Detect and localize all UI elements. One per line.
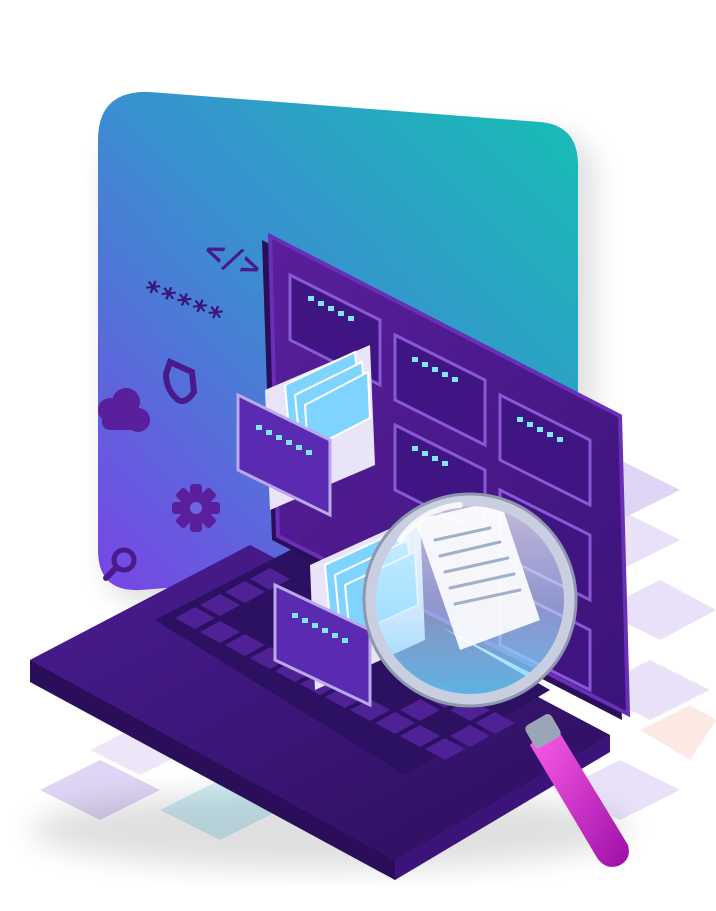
file-drawer-upper bbox=[236, 345, 375, 518]
screen-slot-dots bbox=[308, 296, 563, 466]
shield-icon bbox=[162, 357, 198, 404]
gear-icon bbox=[172, 484, 220, 532]
keyboard-keys bbox=[175, 568, 515, 760]
cloud-icon bbox=[98, 388, 150, 432]
search-icon bbox=[103, 547, 137, 581]
magnifier-handle bbox=[530, 725, 629, 867]
magnifier bbox=[362, 492, 629, 867]
document bbox=[415, 500, 540, 650]
